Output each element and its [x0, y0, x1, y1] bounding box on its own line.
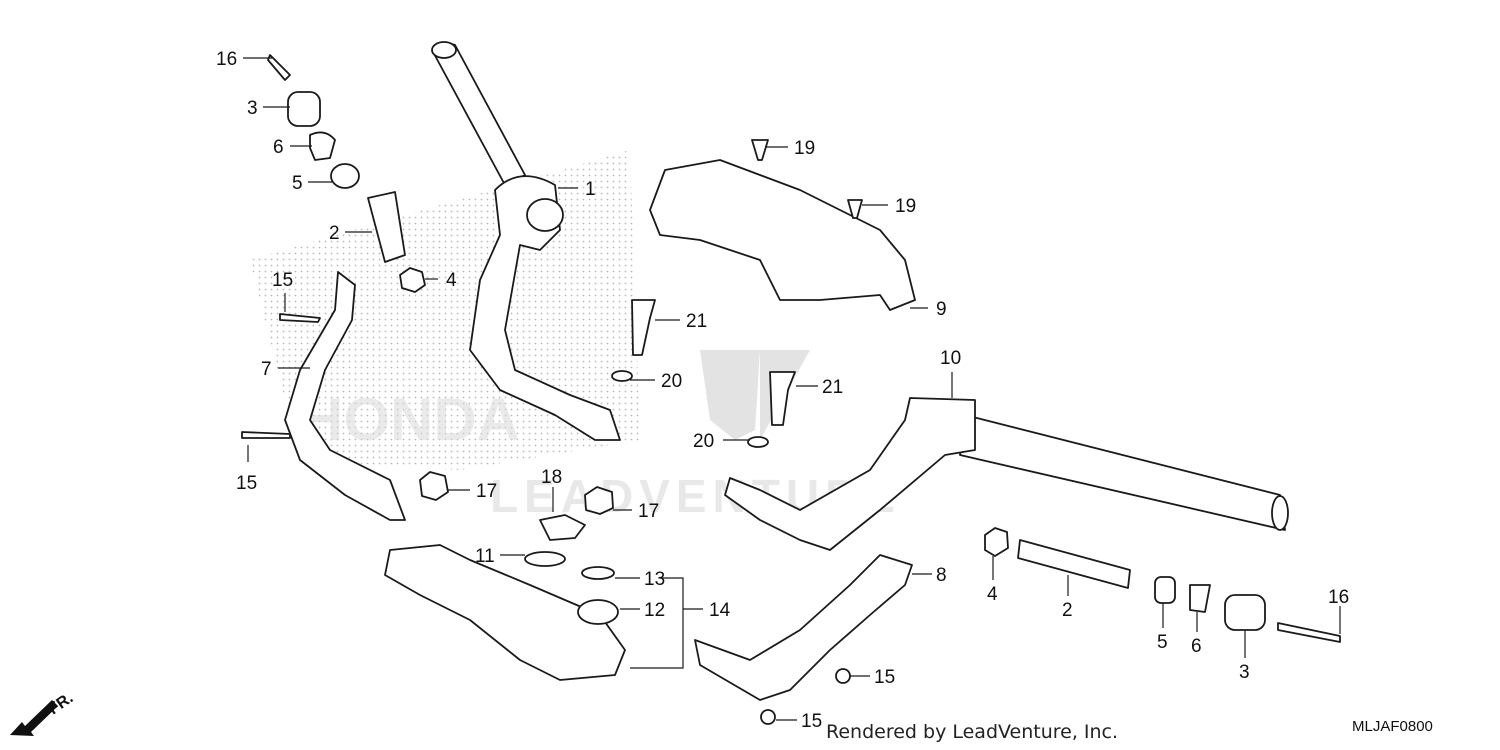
callout-3-a: 3: [247, 98, 258, 119]
callout-20-b: 20: [693, 431, 714, 452]
callout-15-d: 15: [801, 711, 822, 732]
front-direction-arrow: FR.: [10, 690, 76, 736]
watermark-logo: [700, 350, 810, 440]
left-cover: [284, 271, 406, 521]
callout-15-b: 15: [236, 473, 257, 494]
callout-12: 12: [644, 600, 665, 621]
watermark-brand: HONDA: [300, 386, 520, 453]
callout-17-a: 17: [476, 481, 497, 502]
callout-10: 10: [940, 348, 961, 369]
callout-15-c: 15: [874, 667, 895, 688]
callout-4-a: 4: [446, 270, 457, 291]
callout-2-b: 2: [1062, 600, 1073, 621]
bolts-15: [241, 313, 851, 725]
callout-3-b: 3: [1239, 662, 1250, 683]
callout-17-b: 17: [638, 501, 659, 522]
callout-19-b: 19: [895, 196, 916, 217]
callout-6-a: 6: [273, 137, 284, 158]
leader-lines: [243, 57, 1341, 721]
watermark: HONDA LEADVENTURE: [300, 350, 895, 522]
right-handlebar: [724, 397, 1289, 551]
callout-13: 13: [644, 569, 665, 590]
callout-16-b: 16: [1328, 587, 1349, 608]
lower-bracket: [384, 544, 626, 681]
callout-9: 9: [936, 299, 947, 320]
callout-1: 1: [585, 179, 596, 200]
left-handlebar: [431, 41, 621, 441]
diagram-code: MLJAF0800: [1352, 718, 1433, 735]
arrow-icon: [10, 700, 58, 736]
bar-end-parts-right: [984, 527, 1341, 643]
bar-end-parts-left: [267, 54, 426, 293]
callout-7: 7: [261, 359, 272, 380]
callout-18: 18: [541, 467, 562, 488]
right-cover: [694, 554, 913, 701]
fasteners: [419, 139, 863, 625]
callout-21-b: 21: [822, 377, 843, 398]
callout-8: 8: [936, 565, 947, 586]
callout-15-a: 15: [272, 270, 293, 291]
callout-5-a: 5: [292, 173, 303, 194]
callout-5-b: 5: [1157, 632, 1168, 653]
callout-19-a: 19: [794, 138, 815, 159]
callouts: 16 3 6 5 2 4 15 7 15 1 19 19 9 21 20 21 …: [216, 49, 1349, 732]
callout-4-b: 4: [987, 584, 998, 605]
callout-6-b: 6: [1191, 636, 1202, 657]
direction-label: FR.: [46, 690, 77, 719]
callout-11: 11: [475, 546, 495, 567]
callout-20-a: 20: [661, 371, 682, 392]
rendered-by-text: Rendered by LeadVenture, Inc.: [826, 721, 1118, 743]
callout-14: 14: [709, 600, 731, 621]
callout-21-a: 21: [686, 311, 707, 332]
callout-16-a: 16: [216, 49, 237, 70]
callout-2-a: 2: [329, 223, 340, 244]
top-cover: [649, 159, 916, 311]
